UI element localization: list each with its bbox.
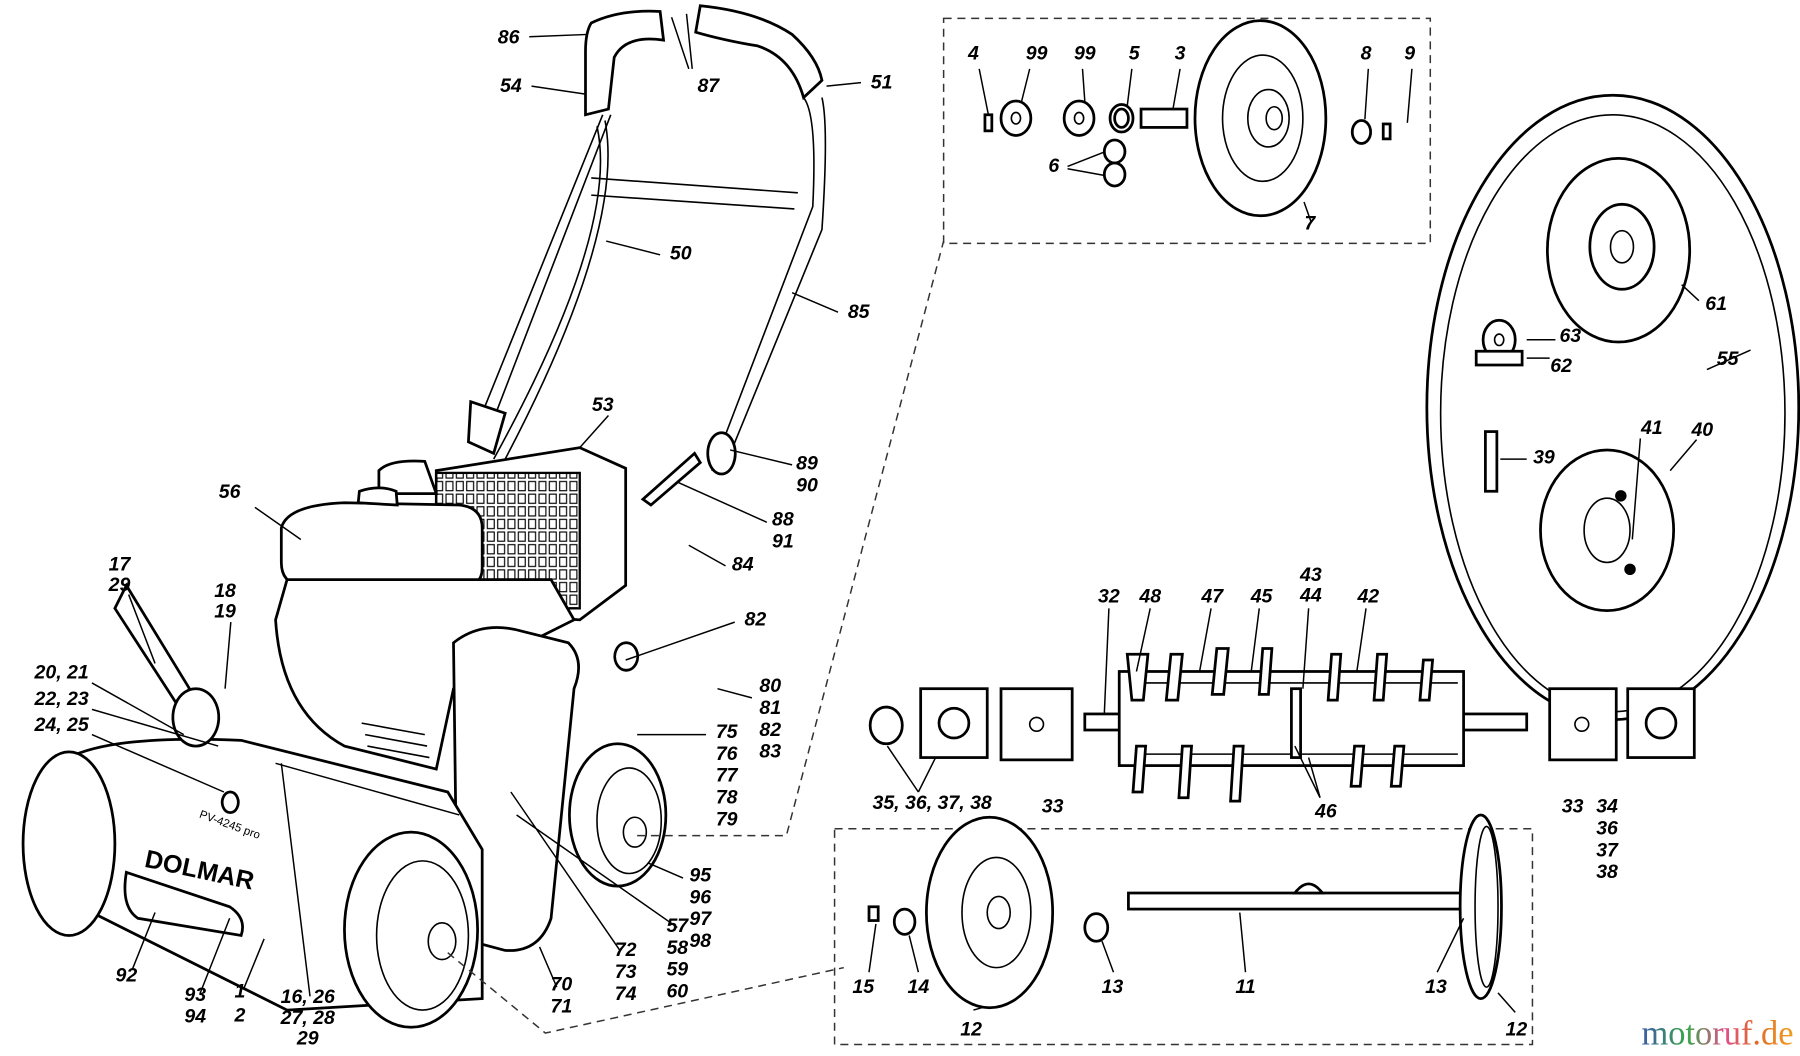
- callout-label: 81: [759, 697, 781, 719]
- callout-label: 57: [666, 915, 689, 937]
- reel-assembly: [868, 608, 1696, 803]
- callout-label: 97: [689, 908, 712, 930]
- callout-label: 83: [759, 741, 781, 763]
- callout-label: 78: [716, 786, 738, 808]
- callout-label: 60: [666, 980, 688, 1002]
- callout-label: 38: [1596, 861, 1618, 883]
- callout-label: 54: [500, 75, 522, 97]
- callout-label: 1: [235, 980, 246, 1002]
- callout-label: 56: [219, 481, 241, 503]
- handle-assembly: [466, 4, 827, 507]
- callout-label: 13: [1101, 976, 1123, 998]
- callout-label: 89: [796, 452, 818, 474]
- callout-label: 53: [592, 394, 614, 416]
- callout-label: 3: [1175, 43, 1186, 65]
- callout-label: 80: [759, 675, 781, 697]
- callout-label: 71: [551, 995, 573, 1017]
- callout-label: 7: [1304, 213, 1316, 235]
- callout-label: 73: [615, 961, 637, 983]
- wheel-parts-group: [942, 17, 1432, 245]
- callout-label: 50: [670, 242, 692, 264]
- callout-label: 8: [1361, 43, 1372, 65]
- callout-label: 32: [1098, 586, 1120, 608]
- callout-label: 17: [109, 553, 132, 575]
- callout-label: 12: [1506, 1018, 1528, 1040]
- callout-label: 76: [716, 743, 738, 765]
- callout-label: 87: [697, 75, 720, 97]
- callout-label: 19: [214, 601, 236, 623]
- callout-label: 9: [1404, 43, 1415, 65]
- callout-label: 75: [716, 721, 739, 743]
- callout-label: 14: [908, 976, 930, 998]
- callout-label: 70: [551, 974, 573, 996]
- callout-label: 98: [689, 930, 711, 952]
- callout-label: 46: [1314, 800, 1337, 822]
- callout-label: 99: [1026, 43, 1048, 65]
- callout-label: 72: [615, 939, 637, 961]
- callout-label: 90: [796, 474, 818, 496]
- callout-label: 96: [689, 886, 711, 908]
- watermark-logo: motoruf.de: [1641, 1015, 1793, 1053]
- callout-label: 82: [759, 719, 781, 741]
- callout-label: 85: [848, 301, 871, 323]
- callout-label: 35, 36, 37, 38: [872, 792, 991, 814]
- callout-label: 37: [1596, 839, 1619, 861]
- callout-label: 16, 26: [281, 986, 335, 1008]
- callout-label: 43: [1299, 564, 1322, 586]
- axle-parts-group: [833, 813, 1534, 1046]
- callout-label: 27, 28: [280, 1007, 335, 1029]
- callout-label: 2: [234, 1005, 246, 1027]
- callout-label: 20, 21: [34, 661, 89, 683]
- side-plate-group: [1425, 93, 1800, 721]
- callout-label: 95: [689, 865, 712, 887]
- callout-label: 61: [1705, 293, 1727, 315]
- callout-label: 5: [1129, 43, 1141, 65]
- callout-label: 13: [1425, 976, 1447, 998]
- callout-label: 33: [1042, 796, 1064, 818]
- callout-label: 40: [1690, 419, 1713, 441]
- callout-label: 59: [666, 959, 688, 981]
- callout-label: 84: [732, 553, 754, 575]
- callout-label: 42: [1356, 586, 1379, 608]
- callout-label: 15: [852, 976, 875, 998]
- callout-label: 94: [184, 1006, 206, 1028]
- callout-label: 74: [615, 983, 637, 1005]
- callout-label: 63: [1559, 325, 1581, 347]
- callout-label: 29: [108, 574, 131, 596]
- callout-label: 58: [666, 937, 688, 959]
- callout-label: 11: [1235, 976, 1255, 998]
- callout-label: 47: [1200, 586, 1224, 608]
- callout-label: 33: [1562, 796, 1584, 818]
- callout-label: 79: [716, 808, 738, 830]
- callout-label: 55: [1717, 348, 1740, 370]
- callout-label: 6: [1048, 155, 1059, 177]
- callout-label: 39: [1533, 447, 1555, 469]
- callout-label: 82: [745, 609, 767, 631]
- callout-label: 29: [296, 1028, 319, 1050]
- callout-label: 4: [967, 43, 979, 65]
- callout-label: 92: [116, 964, 138, 986]
- callout-label: 45: [1250, 586, 1274, 608]
- callout-label: 77: [716, 765, 739, 787]
- callout-label: 88: [772, 509, 794, 531]
- callout-label: 18: [214, 580, 236, 602]
- callout-label: 91: [772, 531, 794, 553]
- callout-label: 36: [1596, 817, 1618, 839]
- callout-label: 34: [1596, 796, 1618, 818]
- callout-label: 62: [1550, 355, 1572, 377]
- callout-label: 86: [498, 27, 520, 49]
- callout-label: 51: [871, 71, 893, 93]
- callout-label: 41: [1640, 417, 1663, 439]
- callout-label: 93: [184, 984, 206, 1006]
- callout-label: 12: [960, 1018, 982, 1040]
- leader-lines: [91, 13, 945, 1034]
- callout-label: 99: [1074, 43, 1096, 65]
- callout-label: 24, 25: [34, 714, 90, 736]
- wheels: [21, 742, 668, 1029]
- callout-label: 44: [1299, 584, 1322, 606]
- callout-label: 22, 23: [34, 688, 89, 710]
- callout-label: 48: [1138, 586, 1161, 608]
